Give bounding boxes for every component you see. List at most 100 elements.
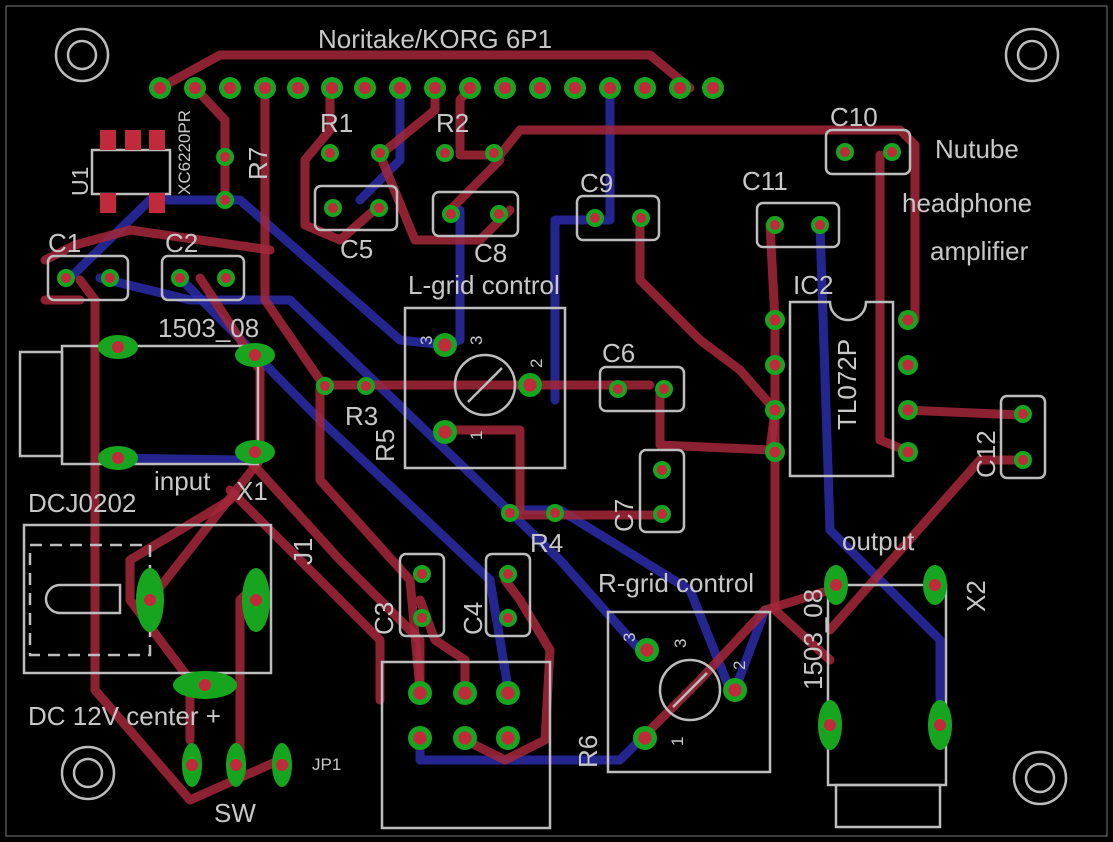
resistor-pad [316, 377, 334, 395]
capacitor-pad [653, 505, 671, 523]
label-c9: C9 [580, 168, 613, 198]
resistor-pad [371, 144, 389, 162]
pot-r-knob [658, 658, 722, 722]
label-j1-part: DCJ0202 [28, 488, 136, 518]
jack-pad [235, 440, 275, 464]
capacitor-pad [171, 269, 189, 287]
smd-pad [100, 130, 116, 150]
header-pin [494, 77, 516, 99]
pot-l-pin-3a: 3 [417, 336, 436, 345]
label-sw: SW [214, 798, 256, 828]
capacitor-pad [324, 199, 342, 217]
ic-pin [765, 355, 785, 375]
capacitor-pad [766, 216, 784, 234]
header-pin [564, 77, 586, 99]
smd-pad [149, 130, 165, 150]
header-pin [424, 77, 446, 99]
label-pot-l: L-grid control [408, 270, 560, 300]
label-pot-r: R-grid control [598, 568, 754, 598]
description-line-3: amplifier [930, 236, 1029, 266]
label-x1: X1 [236, 476, 268, 506]
c8-outline [431, 190, 520, 238]
header-pin [254, 77, 276, 99]
pot-pad [635, 638, 659, 662]
ic-pin [765, 310, 785, 330]
board-title: Noritake/KORG 6P1 [318, 24, 552, 54]
header-pin [702, 77, 724, 99]
j1-outline [22, 523, 273, 675]
resistor-pad [216, 191, 234, 209]
label-r1: R1 [320, 108, 353, 138]
pot-pad [633, 726, 657, 750]
ic-pin [898, 442, 918, 462]
resistor-pad [321, 144, 339, 162]
jack-pad [818, 700, 842, 750]
header-pin [149, 77, 171, 99]
header-pin [529, 77, 551, 99]
c6-outline [598, 365, 686, 413]
capacitor-pad [57, 269, 75, 287]
ic2-outline [788, 300, 895, 478]
label-c1: C1 [48, 228, 81, 258]
jack-pad [98, 446, 138, 470]
label-r5: R5 [370, 429, 400, 462]
capacitor-pad [883, 143, 901, 161]
pot-l-outline [403, 306, 567, 470]
labels: Noritake/KORG 6P1 Nutube headphone ampli… [28, 24, 1032, 828]
resistor-pad [436, 144, 454, 162]
pot-r-outline [606, 610, 772, 774]
label-ic2: IC2 [793, 270, 833, 300]
label-c10: C10 [830, 102, 878, 132]
resistor-pad [357, 377, 375, 395]
capacitor-pad [1014, 405, 1032, 423]
capacitor-pad [609, 380, 627, 398]
capacitor-pad [655, 380, 673, 398]
capacitor-pad [101, 269, 119, 287]
label-u1-part: XC6220PR [175, 110, 194, 195]
capacitor-pad [1014, 451, 1032, 469]
header-pin [184, 77, 206, 99]
socket-pad [496, 726, 520, 750]
label-r2: R2 [436, 108, 469, 138]
header-pin [669, 77, 691, 99]
capacitor-pad [499, 565, 517, 583]
label-r6: R6 [573, 735, 603, 768]
jack-pad [173, 671, 237, 699]
label-c11: C11 [742, 166, 788, 196]
c1-outline [46, 254, 130, 302]
pot-pad [433, 420, 457, 444]
pot-r-pin-3a: 3 [620, 633, 639, 642]
pads [57, 77, 1032, 787]
pot-l-pin-3b: 3 [467, 336, 486, 345]
label-c5: C5 [340, 234, 373, 264]
pot-l-pin-1: 1 [467, 431, 486, 440]
socket-pad [453, 726, 477, 750]
c7-outline [638, 448, 686, 534]
c5-outline [313, 184, 399, 232]
capacitor-pad [413, 609, 431, 627]
c9-outline [575, 194, 661, 242]
ic-pin [765, 400, 785, 420]
ic-pin [898, 310, 918, 330]
label-ic2-part: TL072P [832, 339, 862, 430]
c10-outline [824, 128, 912, 176]
description-line-1: Nutube [935, 134, 1019, 164]
switch-pad [272, 743, 292, 787]
socket-pad [408, 681, 432, 705]
header-pin [354, 77, 376, 99]
pot-r-pin-3b: 3 [671, 639, 690, 648]
resistor-pad [546, 504, 564, 522]
resistor-pad [216, 148, 234, 166]
c11-outline [755, 201, 841, 249]
label-u1: U1 [67, 167, 93, 196]
c3-outline [398, 552, 446, 638]
label-c3: C3 [369, 602, 399, 635]
label-x2-output: output [842, 526, 915, 556]
pot-pad [518, 373, 542, 397]
header-pin [634, 77, 656, 99]
label-c6: C6 [602, 338, 635, 368]
label-j1: J1 [288, 538, 318, 565]
pot-r-pin-2: 2 [730, 661, 749, 670]
pot-pad [723, 678, 747, 702]
board-outline [5, 5, 1108, 837]
